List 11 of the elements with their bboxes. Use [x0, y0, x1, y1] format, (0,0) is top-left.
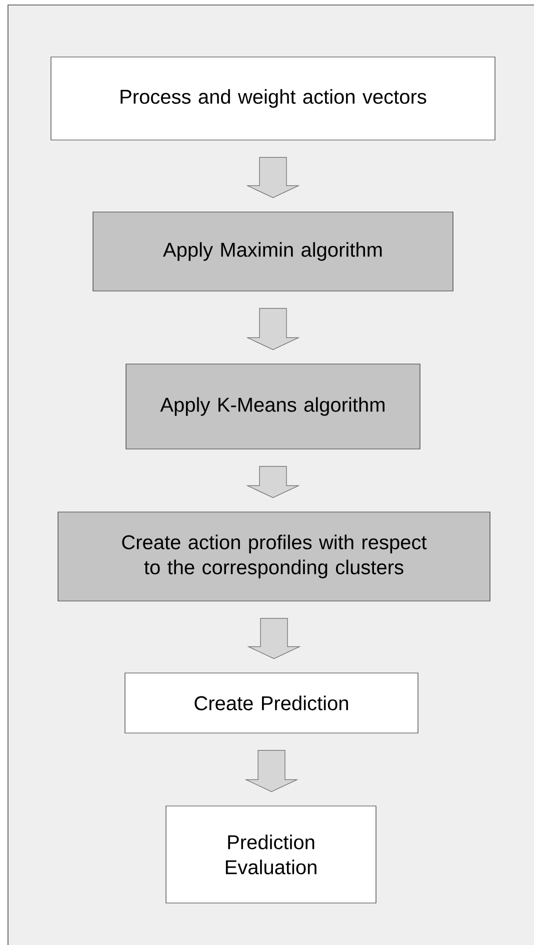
block-arrow: [246, 308, 300, 350]
block-arrow: [246, 466, 300, 498]
process-box: Apply K-Means algorithm: [126, 364, 420, 450]
process-box: Prediction Evaluation: [166, 806, 376, 904]
block-arrow: [247, 618, 301, 660]
process-box: Apply Maximin algorithm: [92, 212, 454, 292]
process-box: Create action profiles with respect to the corresponding clusters: [58, 512, 490, 602]
process-box: Create Prediction: [124, 672, 418, 734]
block-arrow: [246, 157, 300, 198]
process-box: Process and weight action vectors: [50, 56, 496, 140]
block-arrow: [244, 750, 298, 792]
